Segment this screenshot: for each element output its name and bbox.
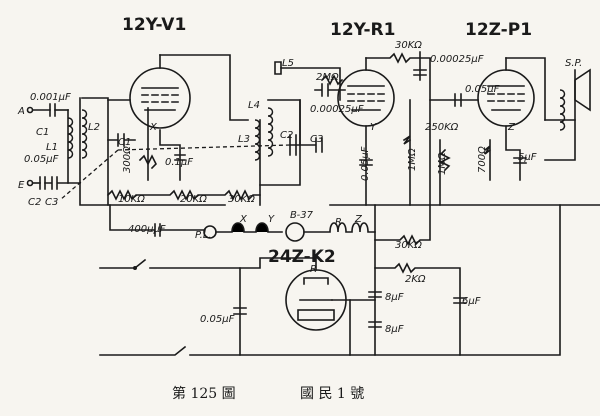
- antenna-terminal: [26, 106, 34, 114]
- label-z1: Z: [507, 122, 516, 133]
- tube-label-v1: 12Y-V1: [122, 15, 186, 35]
- label-ground: E: [18, 180, 25, 191]
- label-x1: X: [149, 122, 158, 133]
- label-b37: B-37: [290, 210, 314, 221]
- label-l5: L5: [282, 58, 294, 69]
- label-antenna: A: [17, 106, 25, 117]
- label-r2k: 2KΩ: [405, 274, 426, 285]
- label-c001: 0.001μF: [30, 92, 71, 103]
- coil-l4: [267, 107, 274, 157]
- label-l3: L3: [238, 134, 250, 145]
- gang-link: [59, 144, 291, 201]
- tube-v1: [129, 54, 191, 129]
- coil-l1: [67, 117, 74, 159]
- tube-label-p1: 12Z-P1: [465, 20, 532, 40]
- label-c8b: 8μF: [385, 324, 404, 335]
- tube-label-k2: 24Z-K2: [268, 247, 336, 267]
- tube-label-r1: 12Y-R1: [330, 20, 395, 40]
- label-c3-input: C3: [45, 197, 58, 208]
- ground-terminal: [26, 179, 34, 187]
- tube-k2: [285, 257, 347, 331]
- label-r1m: 1MΩ: [407, 148, 418, 171]
- label-c1-input: C1: [36, 127, 49, 138]
- label-c01: 0.1μF: [165, 157, 193, 168]
- label-l1: L1: [46, 142, 58, 153]
- label-c2-tuning: C2: [280, 130, 293, 141]
- label-c005d: 0.05μF: [200, 314, 235, 325]
- coil-l2: [81, 109, 88, 159]
- label-c5: 5μF: [518, 152, 537, 163]
- label-r300: 300Ω: [122, 146, 133, 173]
- label-y2: Y: [268, 214, 275, 225]
- label-x2: X: [239, 214, 248, 225]
- label-c8a: 8μF: [385, 292, 404, 303]
- rf-wiring: [259, 61, 341, 206]
- label-r700: 700Ω: [477, 146, 488, 173]
- label-r250k: 250KΩ: [425, 122, 459, 133]
- figure-number: 第 125 圖: [172, 385, 236, 402]
- label-c00025b: 0.00025μF: [430, 54, 484, 65]
- label-c005-input: 0.05μF: [24, 154, 59, 165]
- input-wiring: [32, 97, 226, 206]
- label-l2: L2: [88, 122, 100, 133]
- speaker-icon: [574, 68, 591, 112]
- label-speaker: S.P.: [565, 58, 582, 69]
- label-l4: L4: [248, 100, 260, 111]
- tube-r1: [337, 57, 395, 127]
- label-r30k-c: 30KΩ: [395, 240, 422, 251]
- supply-wiring: [99, 204, 561, 356]
- coil-l3: [254, 119, 261, 161]
- label-c005c: 0.05μF: [465, 84, 500, 95]
- coil-output-transformer: [559, 89, 566, 131]
- label-y1: Y: [370, 122, 377, 133]
- label-r: R: [335, 217, 342, 228]
- v1-wiring: [81, 54, 261, 206]
- label-c2-input: C2: [28, 197, 41, 208]
- label-pl: P.L.: [195, 230, 212, 241]
- label-z2: Z: [354, 214, 363, 225]
- figure-title: 國 民 1 號: [300, 386, 364, 402]
- label-rk: R: [310, 264, 317, 275]
- label-c00025a: 0.00025μF: [310, 104, 364, 115]
- label-c6: 6μF: [462, 296, 481, 307]
- label-r30k-b: 30KΩ: [395, 40, 422, 51]
